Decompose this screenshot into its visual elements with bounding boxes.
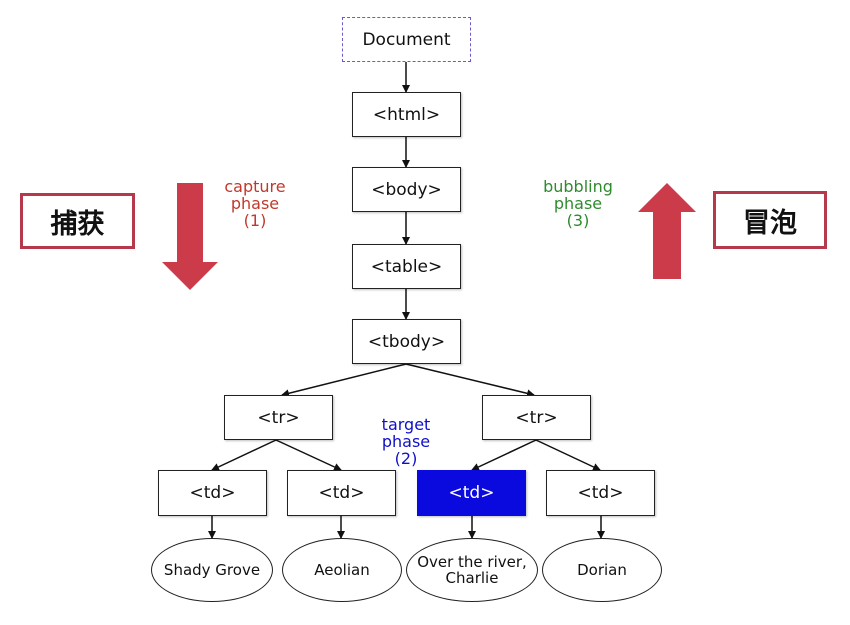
leaf-text-node-1: Shady Grove bbox=[151, 538, 273, 602]
leaf-1-label: Shady Grove bbox=[163, 561, 261, 579]
node-html: <html> bbox=[352, 92, 461, 137]
node-body: <body> bbox=[352, 167, 461, 212]
node-td-4: <td> bbox=[546, 470, 655, 516]
edge-tr-left-td-2 bbox=[275, 439, 342, 471]
node-td-1: <td> bbox=[158, 470, 267, 516]
capture-arrow-icon bbox=[162, 183, 218, 290]
capture-badge: 捕获 bbox=[20, 193, 135, 249]
edge-tr-left-td-1 bbox=[211, 439, 277, 471]
capture-phase-label: capture phase (1) bbox=[224, 177, 286, 230]
bubbling-arrow-icon bbox=[638, 183, 696, 279]
node-table: <table> bbox=[352, 244, 461, 289]
node-tr-left: <tr> bbox=[224, 395, 333, 440]
leaf-text-node-4: Dorian bbox=[542, 538, 662, 602]
node-tr-right: <tr> bbox=[482, 395, 591, 440]
edge-tbody-tr-left bbox=[281, 363, 407, 398]
edge-tr-right-td-4 bbox=[535, 439, 601, 471]
leaf-text-node-3: Over the river, Charlie bbox=[406, 538, 538, 602]
node-document: Document bbox=[342, 17, 471, 62]
bubbling-phase-label: bubbling phase (3) bbox=[543, 177, 613, 230]
edge-tbody-tr-right bbox=[405, 363, 535, 398]
node-td-3-target: <td> bbox=[417, 470, 526, 516]
leaf-3-label: Over the river, Charlie bbox=[417, 553, 527, 587]
node-td-2: <td> bbox=[287, 470, 396, 516]
leaf-text-node-2: Aeolian bbox=[282, 538, 402, 602]
edge-tr-right-td-3 bbox=[471, 439, 537, 471]
leaf-4-label: Dorian bbox=[577, 561, 627, 579]
leaf-2-label: Aeolian bbox=[314, 561, 370, 579]
bubbling-badge: 冒泡 bbox=[713, 191, 827, 249]
node-tbody: <tbody> bbox=[352, 319, 461, 364]
target-phase-label: target phase (2) bbox=[381, 415, 431, 468]
